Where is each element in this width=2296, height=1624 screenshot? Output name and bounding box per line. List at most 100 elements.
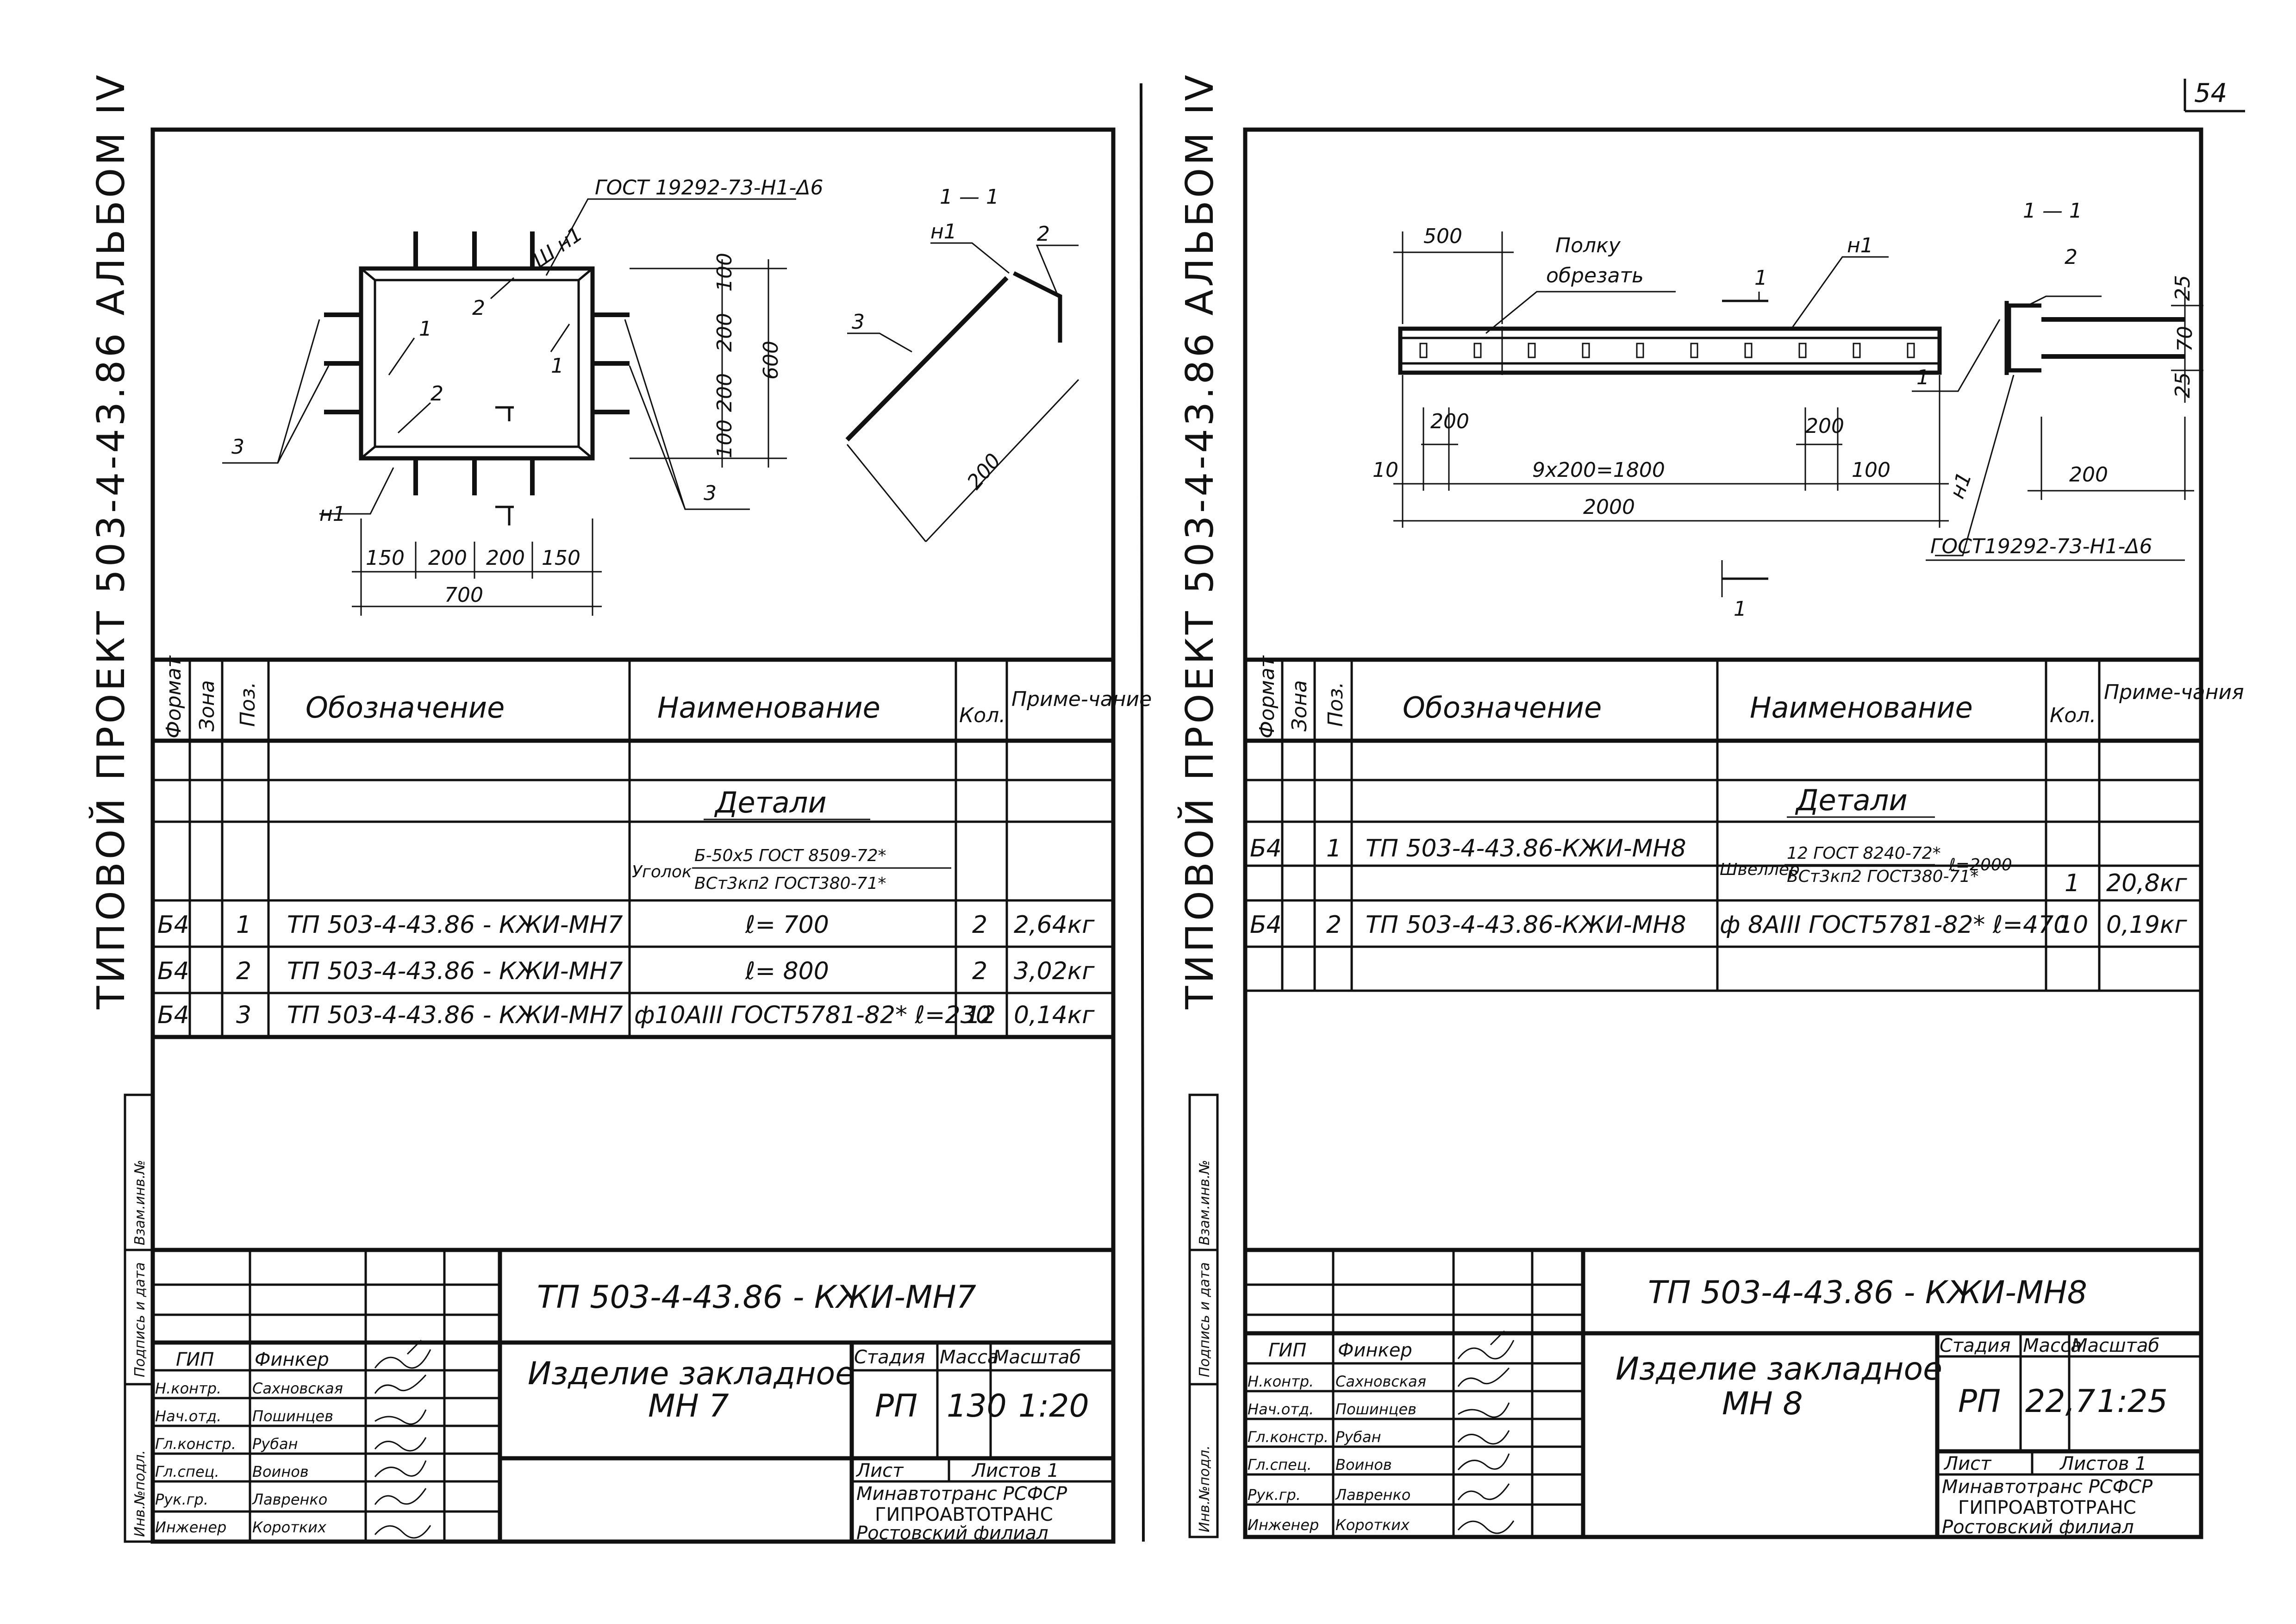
right-row1-name-suffix: ℓ=2000	[1948, 856, 2012, 874]
left-th-pos: Поз.	[236, 682, 260, 727]
left-staff-role-2: Нач.отд.	[155, 1407, 221, 1425]
left-material-top: Б-50х5 ГОСТ 8509-72*	[694, 846, 886, 865]
left-row2-format: Б4	[157, 957, 189, 985]
left-section-p3: 3	[852, 310, 865, 334]
left-callout-n1: н1	[319, 502, 346, 526]
right-section-label: 1 — 1	[2023, 199, 2082, 223]
left-staff-role-3: Гл.констр.	[155, 1435, 236, 1453]
right-staff-name-0: Финкер	[1338, 1340, 1412, 1361]
left-staff-name-0: Финкер	[255, 1349, 329, 1370]
left-row3-name: ф10АIII ГОСТ5781-82* ℓ=230	[634, 1001, 991, 1029]
left-side-title: ТИПОВОЙ ПРОЕКТ 503-4-43.86 АЛЬБОМ IV	[88, 72, 133, 1010]
right-row1-name-top: 12 ГОСТ 8240-72*	[1787, 844, 1941, 863]
left-staff-name-5: Лавренко	[252, 1491, 327, 1508]
left-section-p2: 2	[1037, 222, 1050, 246]
left-tb-mass-h: Масса	[940, 1347, 999, 1368]
left-stamp-sign: Подпись и дата	[132, 1262, 148, 1378]
left-tb-code: ТП 503-4-43.86 - КЖИ-МН7	[537, 1279, 976, 1316]
right-plan-view: Полку обрезать 500 н1 1 1	[1373, 225, 1949, 621]
right-tb-org2: ГИПРОАВТОТРАНС	[1958, 1497, 2136, 1518]
left-spec-table: Формат Зона Поз. Обозначение Наименовани…	[153, 655, 1152, 1039]
right-tb-scale-h: Масштаб	[2071, 1335, 2159, 1356]
right-th-zone: Зона	[1288, 680, 1311, 731]
right-row1-name-bottom: ВСт3кп2 ГОСТ380-71*	[1787, 867, 1978, 886]
right-mark1-bottom: 1	[1734, 597, 1747, 621]
left-tb-stage: РП	[875, 1388, 917, 1424]
right-staff-role-4: Гл.спец.	[1248, 1456, 1312, 1474]
left-callout-shn1: Ш н1	[529, 222, 587, 273]
left-row1-qty: 2	[972, 911, 987, 939]
right-row1-name-prefix: Швеллер	[1720, 860, 1800, 879]
right-staff-role-0: ГИП	[1268, 1340, 1306, 1361]
left-dim-100a: 100	[713, 253, 736, 292]
left-signatures	[374, 1339, 431, 1539]
left-th-format: Формат	[162, 655, 186, 738]
right-row1-format: Б4	[1250, 835, 1282, 862]
left-row3-qty: 12	[965, 1001, 996, 1029]
right-tb-name1: Изделие закладное	[1616, 1351, 1942, 1387]
right-dim-100: 100	[1852, 458, 1890, 482]
right-tb-mass-h: Масса	[2023, 1335, 2082, 1356]
left-sheet: ТИПОВОЙ ПРОЕКТ 503-4-43.86 АЛЬБОМ IV Инв…	[88, 72, 1152, 1544]
left-tb-scale: 1:20	[1018, 1388, 1089, 1424]
right-signatures	[1457, 1330, 1515, 1534]
right-dim-200b: 200	[1805, 414, 1844, 438]
left-row2-note: 3,02кг	[1014, 957, 1095, 985]
right-tb-mass: 22,7	[2025, 1383, 2095, 1420]
left-staff-name-3: Рубан	[252, 1435, 298, 1453]
left-row3-designation: ТП 503-4-43.86 - КЖИ-МН7	[287, 1001, 623, 1029]
right-dim-9x200: 9х200=1800	[1532, 458, 1665, 482]
left-callout-p1a: 1	[419, 317, 432, 341]
right-sheet: ТИПОВОЙ ПРОЕКТ 503-4-43.86 АЛЬБОМ IV Инв…	[1177, 72, 2244, 1539]
right-tb-org3: Ростовский филиал	[1942, 1517, 2134, 1538]
left-dim-100b: 100	[713, 419, 736, 458]
left-tb-name1: Изделие закладное	[528, 1355, 855, 1392]
left-staff-name-2: Пошинцев	[252, 1407, 333, 1425]
right-section-view: 1 — 1 25 70 25 2 1 200 ГОСТ19292-73-Н1-Δ…	[1912, 199, 2203, 561]
left-staff-role-0: ГИП	[176, 1349, 214, 1370]
right-staff-name-3: Рубан	[1335, 1428, 1381, 1446]
left-callout-p2b: 2	[430, 382, 443, 406]
left-th-designation: Обозначение	[306, 691, 505, 725]
right-row2-format: Б4	[1250, 911, 1282, 939]
page-number: 54	[2194, 78, 2227, 108]
right-row2-designation: ТП 503-4-43.86-КЖИ-МН8	[1366, 911, 1686, 939]
right-th-qty: Кол.	[2050, 704, 2096, 727]
right-staff-name-1: Сахновская	[1335, 1373, 1426, 1390]
right-stamp-sign: Подпись и дата	[1197, 1262, 1213, 1378]
right-row2-name: ф 8АIII ГОСТ5781-82* ℓ=470	[1720, 911, 2069, 939]
right-th-format: Формат	[1255, 655, 1279, 738]
right-th-designation: Обозначение	[1403, 691, 1602, 725]
right-row2-pos: 2	[1326, 911, 1341, 939]
right-tb-scale: 1:25	[2097, 1383, 2168, 1420]
left-tb-org2: ГИПРОАВТОТРАНС	[875, 1504, 1053, 1525]
right-frame	[1243, 127, 2203, 1539]
right-section-dim-200: 200	[2069, 463, 2108, 487]
right-title-block: ТП 503-4-43.86 - КЖИ-МН8 Изделие закладн…	[1245, 1248, 2201, 1538]
left-stamp-inv: Инв.№подл.	[132, 1450, 148, 1537]
left-material-prefix: Уголок	[632, 862, 692, 881]
left-dim-200b: 200	[713, 373, 736, 412]
left-dim-150b: 150	[542, 546, 580, 570]
left-dim-700: 700	[444, 583, 483, 607]
right-anchor-marks	[1419, 343, 1915, 358]
right-stamp-strip: Инв.№подл. Подпись и дата Взам.инв.№	[1188, 1093, 1219, 1538]
right-callout-n1: н1	[1847, 234, 1873, 257]
right-row2-qty: 10	[2058, 911, 2088, 939]
left-th-note: Приме-чание	[1011, 687, 1152, 711]
right-dim-500: 500	[1423, 225, 1462, 248]
left-section-view: 1 — 1 200 н1 2 3	[845, 185, 1079, 543]
right-section-p2: 2	[2065, 245, 2078, 269]
left-tb-org1: Минавтотранс РСФСР	[856, 1483, 1067, 1505]
page-number-box: 54	[2184, 78, 2245, 112]
left-row1-designation: ТП 503-4-43.86 - КЖИ-МН7	[287, 911, 623, 939]
right-tb-code: ТП 503-4-43.86 - КЖИ-МН8	[1648, 1274, 2087, 1311]
left-row1-format: Б4	[157, 911, 189, 939]
right-tb-stage: РП	[1958, 1383, 2001, 1420]
right-dim-200a: 200	[1430, 410, 1469, 433]
right-tb-sheets: Листов 1	[2059, 1453, 2147, 1474]
left-section-n1: н1	[930, 220, 957, 244]
right-section-p1: 1	[1916, 366, 1929, 389]
right-tb-stage-h: Стадия	[1940, 1335, 2010, 1356]
